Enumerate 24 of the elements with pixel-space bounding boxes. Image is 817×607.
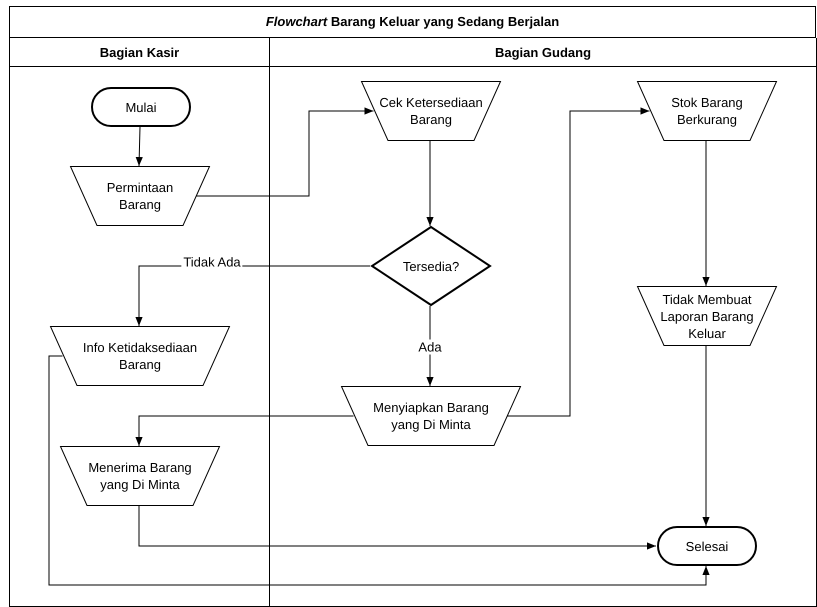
connector-arrow <box>702 346 710 526</box>
connector-arrow <box>426 140 434 226</box>
manual-operation-shape: Menerima Barang yang Di Minta <box>60 446 220 506</box>
manual-operation-shape: Menyiapkan Barang yang Di Minta <box>341 386 521 446</box>
terminator-shape: Mulai <box>91 87 191 127</box>
connector-arrow <box>702 140 710 286</box>
diagram-title: Flowchart Barang Keluar yang Sedang Berjalan <box>9 6 816 38</box>
manual-operation-shape: Cek Ketersediaan Barang <box>361 81 501 141</box>
connector-arrow <box>136 126 143 166</box>
terminator-shape: Selesai <box>657 526 757 566</box>
edge-label: Ada <box>416 340 444 354</box>
lane-title: Bagian Gudang <box>270 38 816 67</box>
connector-arrow <box>506 107 650 416</box>
manual-operation-shape: Permintaan Barang <box>70 166 210 226</box>
edge-label: Tidak Ada <box>181 254 243 270</box>
manual-operation-shape: Tidak Membuat Laporan Barang Keluar <box>637 286 777 346</box>
connector-arrow <box>48 356 710 586</box>
connector-arrow <box>138 506 656 550</box>
decision-diamond: Tersedia? <box>371 226 491 306</box>
connector-arrow <box>195 107 374 196</box>
manual-operation-shape: Stok Barang Berkurang <box>637 81 777 141</box>
connector-arrow <box>135 416 354 446</box>
manual-operation-shape: Info Ketidaksediaan Barang <box>50 326 230 386</box>
lane-title: Bagian Kasir <box>10 38 269 67</box>
